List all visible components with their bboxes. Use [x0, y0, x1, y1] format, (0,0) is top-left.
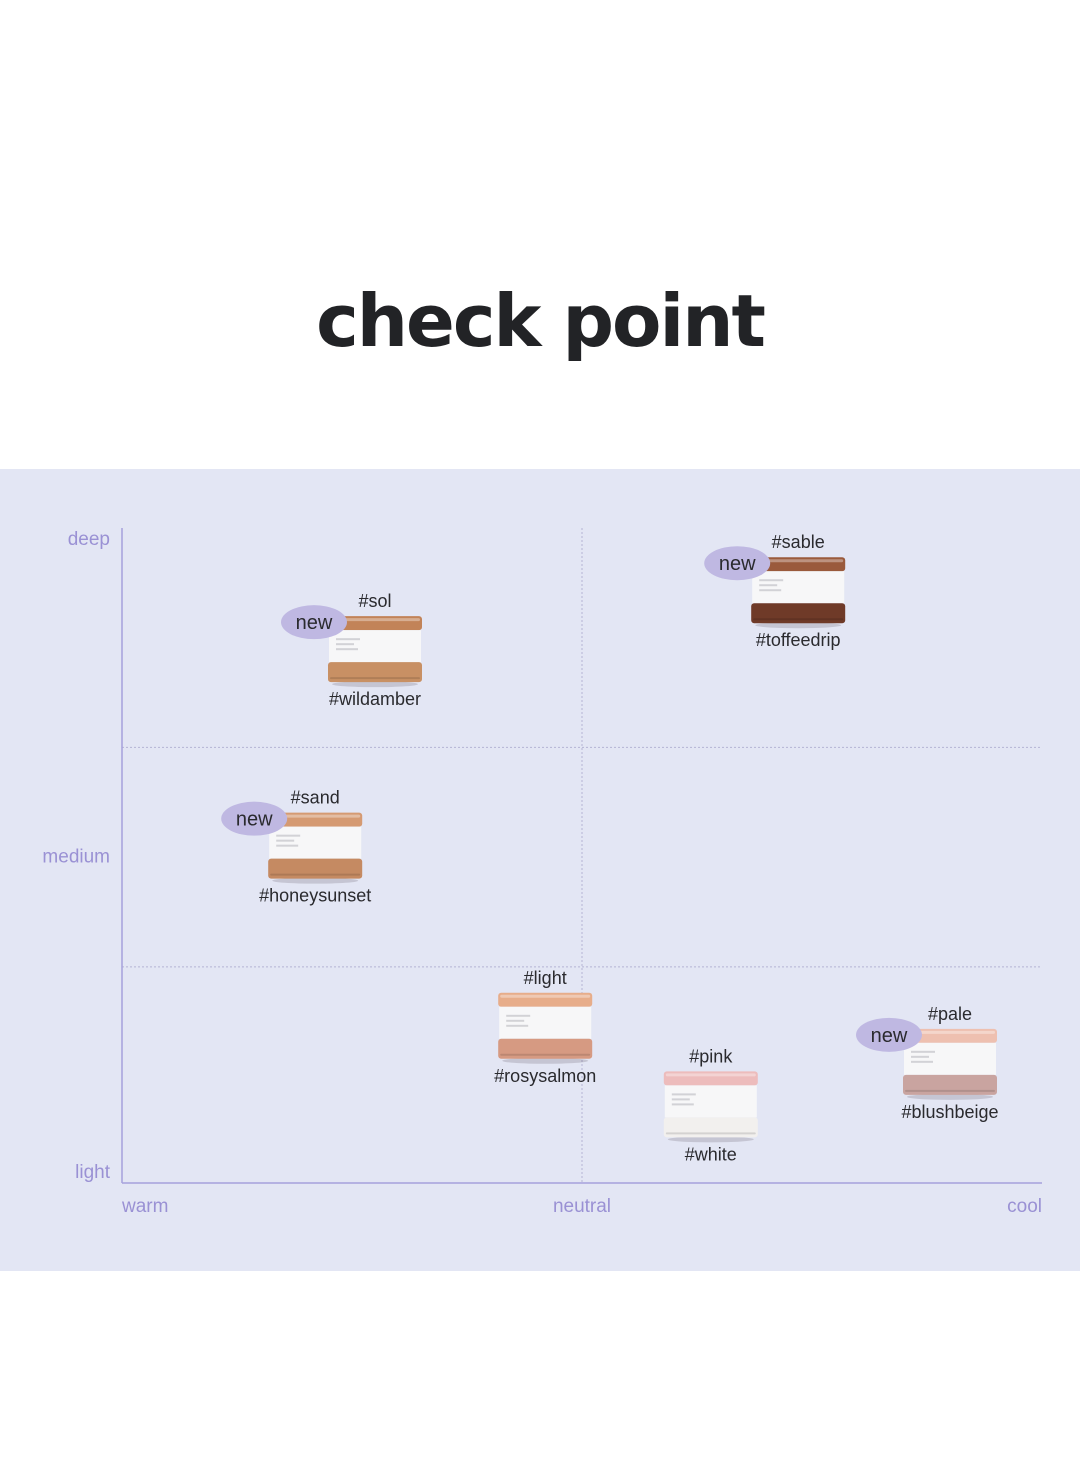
jar-lid [903, 1028, 997, 1043]
y-tick-label-light: light [75, 1162, 111, 1183]
jar-shadow [332, 681, 418, 688]
new-badge [856, 1017, 922, 1052]
product-bottom-label: #wildamber [329, 689, 421, 709]
x-tick-label-neutral: neutral [553, 1196, 611, 1217]
jar-label-band [664, 1085, 757, 1118]
new-badge [281, 605, 347, 640]
jar-shadow [907, 1093, 993, 1100]
chart-panel: warm neutral cool light medium deep #sol #wilda… [0, 469, 1080, 1271]
product-point[interactable]: #sand #honeysunset new [221, 788, 371, 906]
jar-base-edge [665, 1132, 756, 1135]
jar-label-line [336, 648, 358, 651]
jar-lid [663, 1071, 758, 1086]
jar-label-line [276, 844, 299, 847]
jar-label-line [276, 839, 295, 842]
jar-base-edge [753, 618, 844, 621]
jar-lid [328, 616, 422, 631]
jar-base [663, 1117, 758, 1138]
product-bottom-label: #toffeedrip [756, 630, 841, 650]
jar-lid-highlight [330, 618, 420, 622]
jar-base-edge [500, 1053, 591, 1056]
jar-lid-highlight [753, 559, 844, 563]
product-bottom-label: #rosysalmon [494, 1066, 596, 1086]
jar-label-line [759, 579, 784, 582]
jar-label-line [506, 1024, 529, 1027]
product-point[interactable]: #pale #blushbeige new [856, 1004, 999, 1122]
jar-label-line [276, 834, 301, 837]
jar-label-line [759, 584, 778, 587]
jar-shadow [667, 1136, 754, 1143]
jar-label-line [911, 1050, 935, 1053]
jar-lid [751, 557, 846, 572]
product-top-label: #sable [772, 532, 825, 552]
jar-label-band [329, 630, 421, 663]
jar-shadow [502, 1057, 589, 1064]
jar-base [268, 858, 363, 879]
jar-label-line [336, 643, 354, 646]
jar-label-band [904, 1042, 996, 1075]
jar-base [328, 662, 422, 683]
product-top-label: #sand [291, 788, 340, 808]
product-top-label: #pink [689, 1046, 733, 1066]
new-badge-text: new [871, 1025, 908, 1047]
jar-lid-highlight [500, 994, 591, 998]
new-badge [704, 546, 771, 581]
jar-label-line [671, 1093, 696, 1096]
jar-lid-highlight [665, 1073, 756, 1077]
x-tick-label-warm: warm [121, 1196, 168, 1217]
jar-lid-highlight [270, 814, 361, 818]
jar-label-line [671, 1103, 694, 1106]
product-top-label: #light [524, 968, 567, 988]
product-top-label: #pale [928, 1004, 972, 1024]
product-point[interactable]: #sol #wildamber new [281, 591, 422, 709]
jar-label-band [269, 826, 362, 859]
page-title: check point [316, 279, 766, 363]
new-badge-text: new [236, 809, 273, 831]
jar-label-line [759, 589, 782, 592]
jar-base-edge [270, 873, 361, 876]
new-badge-text: new [296, 612, 333, 634]
shade-map-chart: warm neutral cool light medium deep #sol #wilda… [0, 469, 1080, 1271]
jar-label-line [506, 1019, 525, 1022]
jar-lid [498, 992, 593, 1007]
new-badge [221, 801, 288, 836]
jar-base [498, 1038, 593, 1059]
new-badge-text: new [719, 553, 756, 575]
jar-label-band [752, 571, 845, 604]
y-tick-label-deep: deep [68, 529, 110, 550]
product-bottom-label: #white [685, 1144, 737, 1164]
jar-label-line [506, 1014, 531, 1017]
jar-base-edge [905, 1089, 995, 1092]
jar-label-line [911, 1060, 933, 1063]
jar-label-band [499, 1006, 592, 1039]
jar-shadow [272, 877, 359, 884]
product-point[interactable]: #pink #white [663, 1046, 758, 1164]
product-point[interactable]: #light #rosysalmon [494, 968, 596, 1086]
chart-background [0, 469, 1080, 1271]
jar-base [903, 1074, 997, 1095]
jar-lid-highlight [905, 1030, 995, 1034]
product-bottom-label: #honeysunset [259, 886, 371, 906]
jar-label-line [336, 638, 360, 641]
jar-shadow [755, 622, 842, 629]
product-bottom-label: #blushbeige [901, 1102, 998, 1122]
product-point[interactable]: #sable #toffeedrip new [704, 532, 846, 650]
x-tick-label-cool: cool [1007, 1196, 1042, 1217]
jar-label-line [911, 1055, 929, 1058]
jar-lid [268, 812, 363, 827]
product-top-label: #sol [358, 591, 391, 611]
y-tick-label-medium: medium [42, 847, 110, 868]
jar-base-edge [330, 677, 420, 680]
jar-base [751, 603, 846, 624]
jar-label-line [671, 1098, 690, 1101]
